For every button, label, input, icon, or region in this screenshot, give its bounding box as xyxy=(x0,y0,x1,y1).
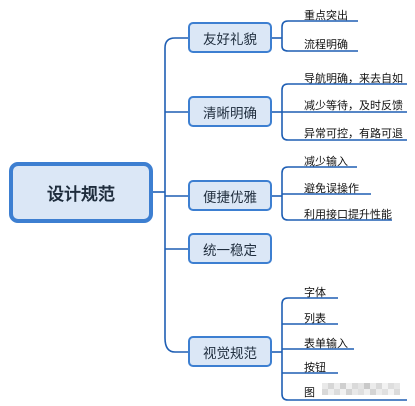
leaf-item: 按钮 xyxy=(304,361,326,374)
branch-label: 清晰明确 xyxy=(203,105,257,122)
leaf-item: 重点突出 xyxy=(304,9,348,22)
leaf-item: 导航明确，来去自如 xyxy=(304,72,403,85)
watermark-mosaic xyxy=(322,383,400,389)
branch-node-3: 便捷优雅 xyxy=(188,180,272,211)
branch-node-4: 统一稳定 xyxy=(188,233,272,264)
leaf-item: 表单输入 xyxy=(304,337,348,350)
leaf-item: 流程明确 xyxy=(304,38,348,51)
watermark-mosaic xyxy=(322,389,400,395)
leaf-item: 避免误操作 xyxy=(304,182,359,195)
leaf-item: 异常可控，有路可退 xyxy=(304,127,403,140)
branch-label: 便捷优雅 xyxy=(203,189,257,206)
root-label: 设计规范 xyxy=(47,185,115,205)
leaf-item: 字体 xyxy=(304,286,326,299)
leaf-item: 利用接口提升性能 xyxy=(304,208,392,221)
branch-node-5: 视觉规范 xyxy=(188,336,272,367)
leaf-item: 图 xyxy=(304,386,315,399)
branch-label: 视觉规范 xyxy=(203,345,257,362)
leaf-item: 列表 xyxy=(304,312,326,325)
branch-node-1: 友好礼貌 xyxy=(188,22,272,53)
branch-label: 统一稳定 xyxy=(203,242,257,259)
leaf-item: 减少等待，及时反馈 xyxy=(304,99,403,112)
root-node: 设计规范 xyxy=(9,162,153,223)
branch-label: 友好礼貌 xyxy=(203,31,257,48)
branch-node-2: 清晰明确 xyxy=(188,96,272,127)
leaf-item: 减少输入 xyxy=(304,155,348,168)
